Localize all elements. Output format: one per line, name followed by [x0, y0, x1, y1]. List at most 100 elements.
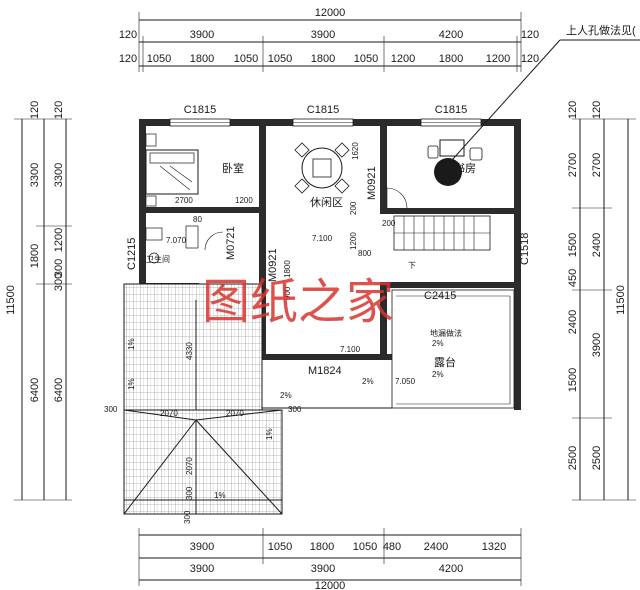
left-dimensions: 11500 120 3300 1800 6400 120 3300 1200 3… — [5, 101, 72, 501]
bottom-dim: 480 — [383, 541, 401, 553]
bathroom: 卫生间 7.070 80 M0721 C1215 — [126, 215, 237, 270]
top-dim: 1050 — [354, 53, 378, 65]
window-label: C1518 — [519, 233, 531, 265]
top-dim: 120 — [119, 29, 137, 41]
bottom-dim: 3900 — [190, 541, 214, 553]
dim-note: 80 — [193, 215, 202, 224]
roof-dim: 300 — [183, 510, 192, 524]
top-dim: 120 — [119, 53, 137, 65]
right-dim: 2500 — [567, 446, 579, 470]
watermark: 图纸之家 — [202, 276, 394, 329]
right-dim: 2700 — [567, 153, 579, 177]
elevation: 7.100 — [340, 345, 361, 354]
door-label: M0921 — [366, 166, 378, 200]
right-dimensions: 120 2700 1500 450 2400 1500 2500 120 270… — [567, 101, 636, 501]
left-dim: 300 — [53, 273, 65, 291]
terrace-label: 露台 — [434, 355, 456, 369]
door-label: M0921 — [267, 248, 279, 282]
dim-note: 800 — [358, 249, 372, 258]
elevation: 7.050 — [395, 377, 416, 386]
study: 书房 — [427, 139, 483, 186]
dim-note: 1800 — [283, 260, 292, 278]
bottom-dim: 1800 — [310, 541, 334, 553]
left-dim: 1800 — [29, 244, 41, 268]
left-dim: 6400 — [53, 378, 65, 402]
bottom-dim: 4200 — [439, 563, 463, 575]
top-dim: 3900 — [190, 29, 214, 41]
top-dim: 120 — [521, 29, 539, 41]
top-total-dim: 12000 — [315, 7, 346, 19]
right-dim: 2400 — [591, 233, 603, 257]
roof-dim: 2070 — [226, 409, 244, 418]
dim-note: 200 — [349, 201, 358, 215]
bathroom-label: 卫生间 — [146, 254, 170, 264]
window-label: C1815 — [184, 104, 216, 116]
right-dim: 2700 — [591, 153, 603, 177]
lounge-label: 休闲区 — [310, 195, 343, 209]
dim-note: 900 — [283, 286, 292, 300]
corridor: M1824 7.100 2% — [261, 345, 392, 409]
left-dim: 3300 — [29, 163, 41, 187]
right-dim: 1500 — [567, 368, 579, 392]
bottom-dim: 1320 — [482, 541, 506, 553]
top-windows: C1815 C1815 C1815 — [169, 104, 482, 127]
slope-note: 2% — [280, 391, 292, 400]
hatch-note: 上人孔做法见( — [566, 23, 636, 37]
right-total-dim: 11500 — [615, 285, 627, 315]
window-label: C1215 — [126, 238, 138, 270]
bottom-dimensions: 3900 1050 1800 1050 480 2400 1320 3900 3… — [138, 528, 522, 590]
roof-dim: 2070 — [160, 409, 178, 418]
top-dim: 1800 — [311, 53, 335, 65]
slope-note: 2% — [432, 370, 444, 379]
bottom-total-dim: 12000 — [315, 580, 346, 590]
bottom-dim: 3900 — [190, 563, 214, 575]
roof-dim: 4330 — [185, 342, 194, 360]
study-label: 书房 — [454, 162, 476, 175]
elevation: 7.070 — [166, 236, 187, 245]
roof-slope: 1% — [127, 378, 136, 390]
roof-dim: 2070 — [185, 457, 194, 475]
dim-note: 1200 — [349, 232, 358, 250]
dim-note: 1620 — [351, 142, 360, 160]
top-dim: 1200 — [391, 53, 415, 65]
top-dim: 120 — [521, 53, 539, 65]
top-dim: 4200 — [439, 29, 463, 41]
roof-slope: 1% — [214, 491, 226, 500]
window-label: C1815 — [435, 104, 467, 116]
down-label: 下 — [408, 261, 416, 270]
top-dim: 1800 — [439, 53, 463, 65]
misc-dims: 7.100 200 1200 800 200 M0921 1800 900 — [267, 201, 396, 300]
elevation: 7.100 — [312, 234, 333, 243]
roof-dim: 300 — [185, 486, 194, 500]
top-dim: 1050 — [268, 53, 292, 65]
stair: 下 C1518 — [393, 215, 531, 270]
top-dim: 1050 — [147, 53, 171, 65]
drain-note: 地漏做法 — [430, 328, 462, 338]
bottom-dim: 2400 — [424, 541, 448, 553]
left-total-dim: 11500 — [5, 285, 17, 315]
watermark-text: 图纸之家 — [202, 276, 394, 329]
lounge: 休闲区 1620 M0921 — [294, 142, 408, 209]
bedroom-label: 卧室 — [222, 161, 244, 175]
bottom-dim: 3900 — [311, 563, 335, 575]
slope-note: 2% — [432, 339, 444, 348]
left-dim: 6400 — [29, 378, 41, 402]
bottom-dim: 1050 — [353, 541, 377, 553]
door-label: M1824 — [308, 365, 342, 377]
dim-note: 200 — [382, 219, 396, 228]
right-dim: 450 — [567, 269, 579, 287]
top-dim: 1050 — [234, 53, 258, 65]
right-dim: 120 — [591, 101, 603, 119]
slope-note: 2% — [362, 377, 374, 386]
right-dim: 1500 — [567, 233, 579, 257]
left-dim: 3300 — [53, 163, 65, 187]
right-dim: 2500 — [591, 446, 603, 470]
window-label: C2415 — [424, 290, 456, 302]
roof-slope: 1% — [127, 338, 136, 350]
top-dim: 1800 — [190, 53, 214, 65]
bottom-dim: 1050 — [268, 541, 292, 553]
roof: 300 2070 2070 300 2070 300 300 4330 1% 1… — [104, 283, 302, 524]
left-dim: 300 — [53, 259, 65, 277]
top-dim: 3900 — [311, 29, 335, 41]
